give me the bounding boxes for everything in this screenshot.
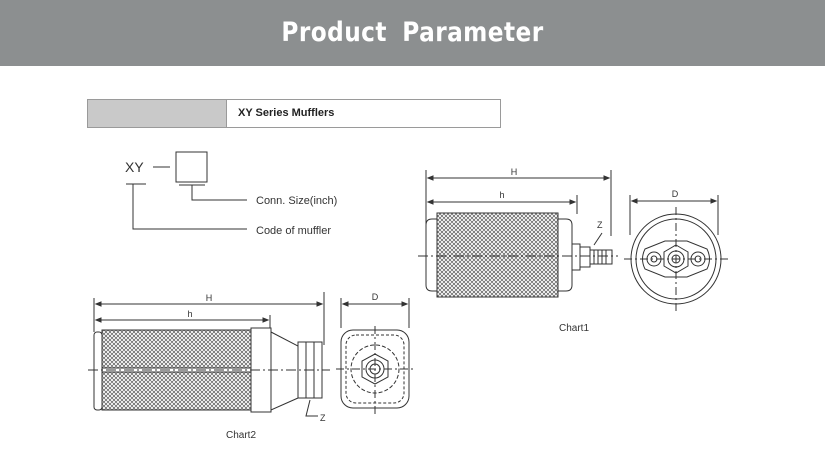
chart1-dim-H: H	[511, 167, 518, 177]
chart1-side-view	[418, 170, 618, 298]
conn-size-label: Conn. Size(inch)	[256, 195, 337, 207]
chart1-end-view	[624, 195, 728, 311]
chart2-dim-H: H	[206, 293, 213, 303]
series-title-bar: XY Series Mufflers	[87, 99, 501, 128]
chart2-dim-h: h	[187, 309, 192, 319]
header-banner: Product Parameter	[0, 0, 825, 66]
chart2-dim-D: D	[372, 292, 379, 302]
chart1-dim-D: D	[672, 189, 679, 199]
conn-size-leader	[191, 185, 247, 201]
chart1-dim-h: h	[499, 190, 504, 200]
series-bar-gray-cell	[88, 100, 227, 127]
code-prefix: XY	[125, 159, 144, 175]
chart2-dim-Z: Z	[320, 413, 326, 423]
chart1-caption: Chart1	[559, 323, 589, 334]
chart2-end-view	[336, 298, 414, 414]
chart2-side-view	[88, 292, 330, 417]
series-label: XY Series Mufflers	[238, 107, 335, 119]
code-leader	[132, 184, 247, 230]
model-code-diagram: XY Conn. Size(inch) Code of muffler	[125, 151, 337, 237]
chart2-caption: Chart2	[226, 430, 256, 441]
page-title: Product Parameter	[281, 17, 544, 48]
code-box	[175, 151, 208, 183]
chart1-dim-Z: Z	[597, 220, 603, 230]
code-of-muffler-label: Code of muffler	[256, 225, 331, 237]
